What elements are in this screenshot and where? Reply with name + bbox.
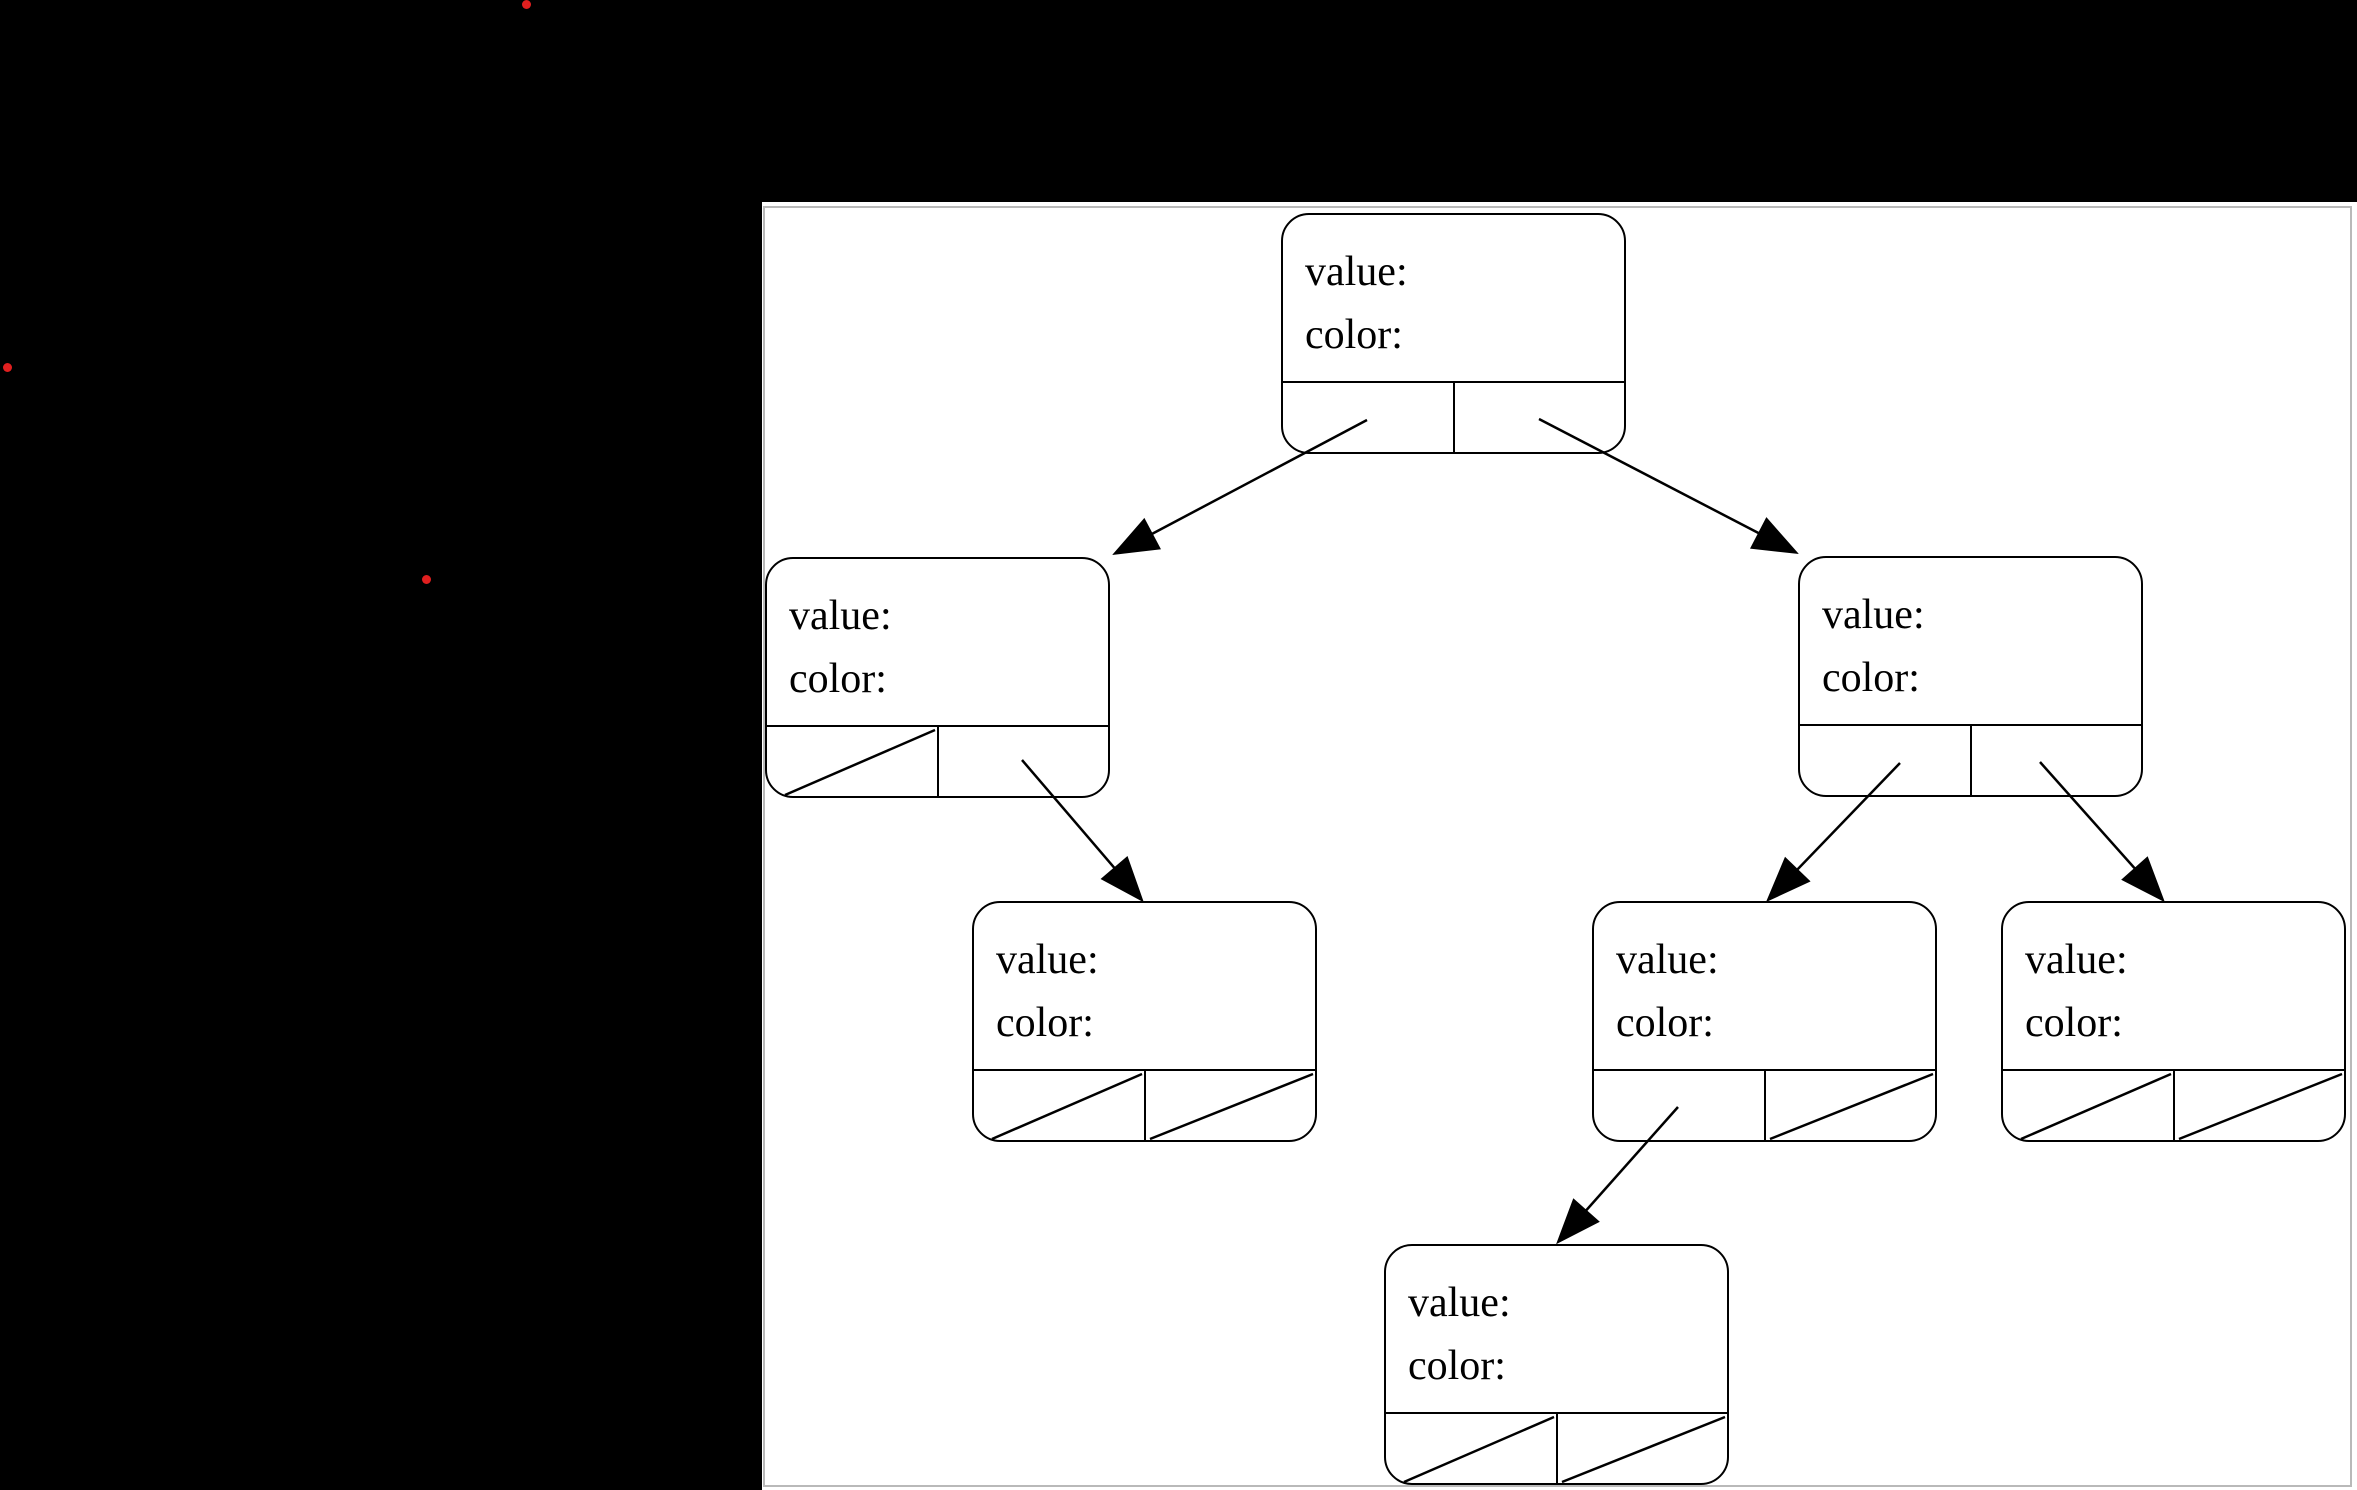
tree-node-right-right-grandchild: value: color: xyxy=(2001,901,2346,1142)
tree-node-right-child: value: color: xyxy=(1798,556,2143,797)
pointer-row xyxy=(1800,724,2141,795)
left-pointer-cell xyxy=(1386,1414,1556,1483)
pointer-row xyxy=(1283,381,1624,452)
node-text-area: value: color: xyxy=(2003,903,2344,1055)
color-label: color: xyxy=(789,656,887,702)
left-pointer-cell xyxy=(974,1071,1144,1140)
right-pointer-cell xyxy=(1969,726,2142,795)
pointer-row xyxy=(974,1069,1315,1140)
value-label: value: xyxy=(996,937,1099,983)
value-label: value: xyxy=(1616,937,1719,983)
node-text-area: value: color: xyxy=(1283,215,1624,367)
red-dot-annotation xyxy=(522,0,531,9)
tree-node-left-child: value: color: xyxy=(765,557,1110,798)
color-label: color: xyxy=(1408,1343,1506,1389)
pointer-row xyxy=(2003,1069,2344,1140)
node-text-area: value: color: xyxy=(1594,903,1935,1055)
left-pointer-cell xyxy=(1283,383,1453,452)
right-pointer-cell xyxy=(936,727,1109,796)
left-pointer-cell xyxy=(1594,1071,1764,1140)
left-pointer-cell xyxy=(2003,1071,2173,1140)
color-label: color: xyxy=(2025,1000,2123,1046)
tree-node-left-right-grandchild: value: color: xyxy=(972,901,1317,1142)
node-text-area: value: color: xyxy=(1800,558,2141,710)
red-dot-annotation xyxy=(422,575,431,584)
value-label: value: xyxy=(1822,592,1925,638)
left-pointer-cell xyxy=(1800,726,1970,795)
color-label: color: xyxy=(996,1000,1094,1046)
value-label: value: xyxy=(1305,249,1408,295)
right-pointer-cell xyxy=(2172,1071,2345,1140)
left-pointer-cell xyxy=(767,727,937,796)
pointer-row xyxy=(1594,1069,1935,1140)
color-label: color: xyxy=(1305,312,1403,358)
color-label: color: xyxy=(1822,655,1920,701)
node-text-area: value: color: xyxy=(974,903,1315,1055)
right-pointer-cell xyxy=(1143,1071,1316,1140)
right-pointer-cell xyxy=(1555,1414,1728,1483)
pointer-row xyxy=(767,725,1108,796)
node-text-area: value: color: xyxy=(767,559,1108,711)
right-pointer-cell xyxy=(1763,1071,1936,1140)
tree-node-right-left-grandchild: value: color: xyxy=(1592,901,1937,1142)
pointer-row xyxy=(1386,1412,1727,1483)
color-label: color: xyxy=(1616,1000,1714,1046)
red-dot-annotation xyxy=(3,363,12,372)
value-label: value: xyxy=(2025,937,2128,983)
right-pointer-cell xyxy=(1452,383,1625,452)
tree-node-root: value: color: xyxy=(1281,213,1626,454)
value-label: value: xyxy=(1408,1280,1511,1326)
value-label: value: xyxy=(789,593,892,639)
tree-node-bottom-node: value: color: xyxy=(1384,1244,1729,1485)
node-text-area: value: color: xyxy=(1386,1246,1727,1398)
